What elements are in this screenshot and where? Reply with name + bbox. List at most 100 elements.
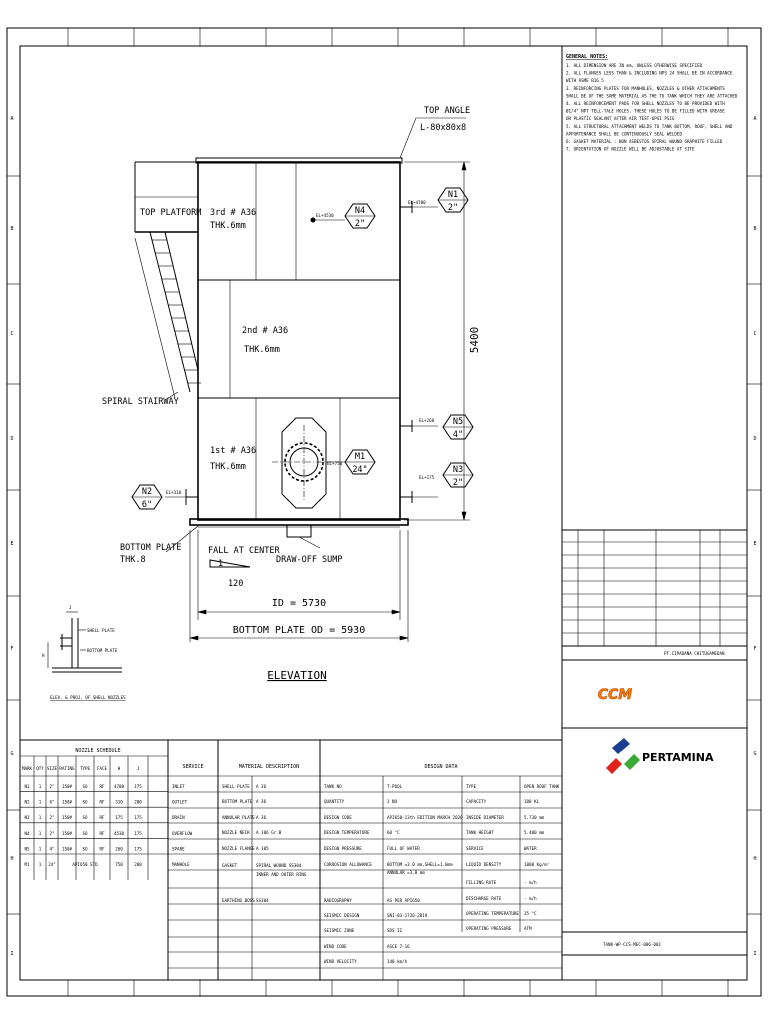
service-header: SERVICE — [182, 764, 203, 770]
border-row-left-E: E — [10, 541, 13, 547]
design-field: OPERATING PRESSURE — [466, 926, 512, 931]
nozzle-tag-m1-size: 24" — [352, 465, 367, 475]
design-field: DESIGN CODE — [324, 815, 352, 820]
course-2-name: 2nd # A36 — [242, 326, 288, 336]
nozzle-schedule-cell: 4530 — [114, 831, 125, 836]
design-field: WIND VELOCITY — [324, 959, 357, 964]
general-note-line: OR PLASTIC SEALANT AFTER AIR TEST-6PSI P… — [566, 116, 675, 121]
general-note-line: SHALL BE OF THE SAME MATERIAL AS THE TO … — [566, 93, 738, 98]
border-row-right-F: F — [753, 646, 756, 652]
design-field: DESIGN TEMPERATURE — [324, 830, 370, 835]
shell-nozzle-detail: J H SHELL PLATE BOTTOM PLATE ELEV. & PRO… — [42, 605, 126, 700]
nozzle-schedule-cell: 200 — [134, 862, 142, 867]
height-dimension — [404, 161, 470, 521]
nozzle-schedule-cell: 175 — [134, 831, 142, 836]
nozzle-schedule-cell: SO — [82, 846, 88, 851]
nozzle-schedule-cell: 1 — [39, 831, 42, 836]
border-row-right-G: G — [753, 751, 756, 757]
design-value: WATER — [524, 846, 537, 851]
nozzle-tag-m1: M1 24" EL+750 — [327, 449, 376, 475]
nozzle-schedule-cell: N5 — [24, 846, 30, 851]
course-1-thk: THK.6mm — [210, 462, 246, 472]
general-note-line: 3. REINFORCING PLATES FOR MANHOLES, NOZZ… — [566, 86, 725, 91]
material-spec: SS304 — [256, 898, 269, 903]
border-row-left-I: I — [10, 951, 13, 957]
nozzle-schedule-cell: 175 — [134, 815, 142, 820]
border-row-right-C: C — [753, 331, 756, 337]
material-item: SHELL PLATE — [222, 784, 250, 789]
border-row-left-G: G — [10, 751, 13, 757]
design-field: TYPE — [466, 784, 477, 789]
course-1-name: 1st # A36 — [210, 446, 256, 456]
nozzle-schedule-header: H — [118, 766, 121, 771]
height-dim-label: 5400 — [468, 327, 481, 354]
nozzle-schedule-cell: 1 — [39, 800, 42, 805]
elevation-title: ELEVATION — [267, 669, 327, 682]
design-value: ATM — [524, 926, 532, 931]
material-item: ANNULAR PLATE — [222, 815, 255, 820]
design-value: AS PER API650 — [387, 898, 420, 903]
nozzle-schedule-cell: 310 — [115, 800, 123, 805]
nozzle-tag-m1-el: EL+750 — [327, 461, 343, 466]
nozzle-schedule-cell: SO — [82, 784, 88, 789]
design-value: SNI-03-1726-2019 — [387, 913, 428, 918]
nozzle-tag-n2: N2 6" EL+310 — [131, 484, 182, 510]
nozzle-schedule-cell: RF — [99, 815, 105, 820]
nozzle-schedule-cell: 200 — [134, 800, 142, 805]
nozzle-schedule-cell: 750 — [115, 862, 123, 867]
nozzle-schedule-cell: RF — [99, 846, 105, 851]
nozzle-schedule-cell: 2" — [49, 831, 54, 836]
design-value: 35 °C — [524, 911, 537, 916]
nozzle-schedule-cell: 2" — [49, 815, 54, 820]
nozzle-schedule-cell: 175 — [134, 846, 142, 851]
border-row-left-F: F — [10, 646, 13, 652]
nozzle-schedule-cell: 150# — [62, 831, 73, 836]
border-row-right-D: D — [753, 436, 756, 442]
design-field: FILLING RATE — [466, 880, 497, 885]
nozzle-schedule-cell: 1 — [39, 862, 42, 867]
general-notes-title: GENERAL NOTES: — [566, 54, 608, 60]
material-title: MATERIAL DESCRIPTION — [239, 764, 299, 770]
detail-dim-h: H — [42, 653, 45, 658]
design-value: 5.730 mm — [524, 815, 545, 820]
design-value: 140 km/h — [387, 959, 408, 964]
detail-caption: ELEV. & PROJ. OF SHELL NOZZLES — [50, 695, 126, 700]
nozzle-schedule-cell: 6" — [49, 800, 54, 805]
design-field: WIND CODE — [324, 944, 347, 949]
detail-dim-j: J — [69, 605, 72, 610]
bottom-plate-label: BOTTOM PLATE — [120, 543, 181, 553]
design-value: OPEN ROOF TANK — [524, 784, 560, 789]
nozzle-tag-n4-el: EL+4530 — [316, 213, 334, 218]
design-value: 60 °C — [387, 830, 400, 835]
fall-at-center-label: FALL AT CENTER — [208, 546, 281, 556]
border-row-left-C: C — [10, 331, 13, 337]
nozzle-tag-n5-el: EL+260 — [419, 418, 435, 423]
nozzle-schedule-header: FACE — [97, 766, 108, 771]
right-column-frame — [561, 46, 747, 980]
nozzle-schedule-cell: 24" — [48, 862, 56, 867]
material-item: NOZZLE FLANGE — [222, 846, 255, 851]
slope-run: 120 — [228, 579, 243, 589]
general-note-line: 5. ALL STRUCTURAL ATTACHMENT WELDS TO TA… — [566, 124, 733, 129]
nozzle-tag-n5-size: 4" — [453, 430, 463, 440]
nozzle-schedule-cell: 1 — [39, 784, 42, 789]
nozzle-schedule-cell: 175 — [115, 815, 123, 820]
general-note-line: WITH ASME B16.5 — [566, 78, 604, 83]
material-spec: SPIRAL WOUND SS304 — [256, 863, 302, 868]
nozzle-tag-n2-id: N2 — [142, 487, 152, 497]
nozzle-service: OVERFLOW — [172, 831, 193, 836]
border-row-right-I: I — [753, 951, 756, 957]
nozzle-tag-n2-size: 6" — [142, 500, 152, 510]
material-item: BOTTOM PLATE — [222, 799, 253, 804]
nozzle-schedule-cell: 1 — [39, 815, 42, 820]
design-value: API650-13th EDITION MARCH 2020 — [387, 815, 463, 820]
material-item: GASKET — [222, 863, 238, 868]
border-row-right-H: H — [753, 856, 756, 862]
pertamina-logo: PERTAMINA — [606, 738, 714, 774]
client-ref: PT.CIPADANA CHITUGAMEDAN — [664, 651, 725, 656]
drawing-number: TANK-WP-CCS-MEC-006-001 — [603, 942, 661, 947]
general-note-line: 2. ALL FLANGES LESS THAN & INCLUDING NPS… — [566, 71, 733, 76]
nozzle-schedule-cell: M1 — [24, 862, 30, 867]
